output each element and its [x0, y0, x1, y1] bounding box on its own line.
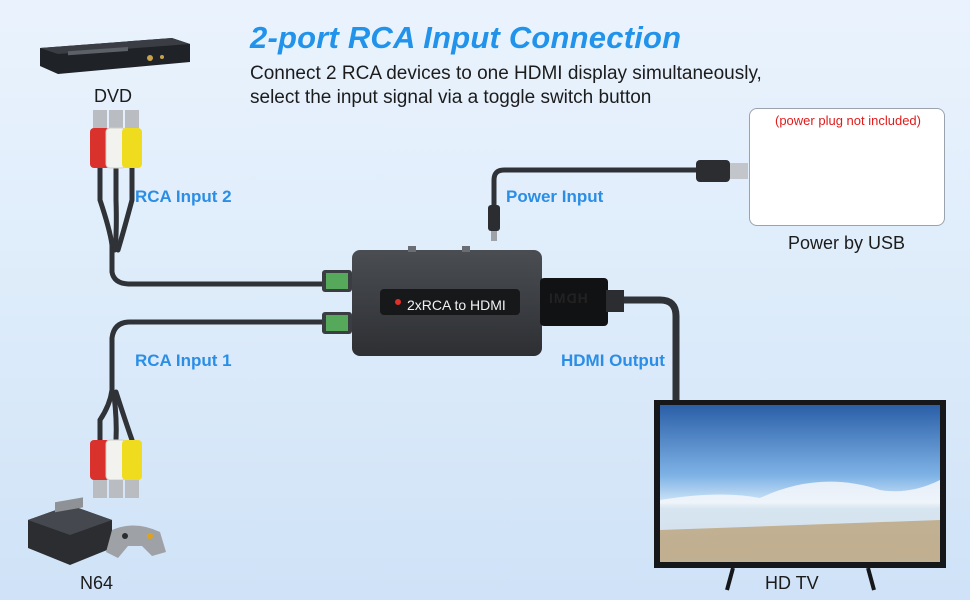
usb-a-plug-icon	[696, 160, 748, 182]
dvd-player-icon	[40, 38, 190, 74]
rca-input-2-label: RCA Input 2	[135, 187, 232, 206]
n64-label: N64	[80, 573, 114, 593]
power-plug-note: (power plug not included)	[775, 113, 921, 128]
rca-input-1-label: RCA Input 1	[135, 351, 232, 370]
hdmi-plug-icon	[540, 278, 624, 326]
rca-connector-2-icon	[322, 270, 352, 292]
hdmi-output-label: HDMI Output	[561, 351, 665, 370]
cable-power	[491, 167, 701, 213]
device-label: 2xRCA to HDMI	[407, 297, 506, 313]
hd-tv-label: HD TV	[765, 573, 819, 593]
rca-connector-1-icon	[322, 312, 352, 334]
dvd-label: DVD	[94, 86, 133, 106]
page-title: 2-port RCA Input Connection	[250, 20, 682, 55]
micro-usb-icon	[488, 205, 500, 241]
rca-plugs-dvd-icon	[90, 110, 142, 169]
cable-rca-2	[97, 162, 333, 287]
subtitle-line-2: select the input signal via a toggle swi…	[250, 87, 652, 108]
cable-rca-1	[97, 319, 333, 443]
subtitle-line-1: Connect 2 RCA devices to one HDMI displa…	[250, 63, 762, 84]
hdmi-port-label: HDMI	[548, 290, 588, 306]
rca-plugs-n64-icon	[90, 439, 142, 498]
cable-hdmi	[616, 296, 680, 404]
power-adapter-panel: (power plug not included)	[749, 108, 945, 226]
n64-controller-icon	[106, 525, 166, 558]
n64-console-icon	[28, 497, 112, 565]
power-input-label: Power Input	[506, 187, 604, 206]
tv-icon	[654, 400, 946, 591]
power-by-usb-label: Power by USB	[788, 233, 906, 253]
converter-box-icon	[352, 246, 542, 356]
